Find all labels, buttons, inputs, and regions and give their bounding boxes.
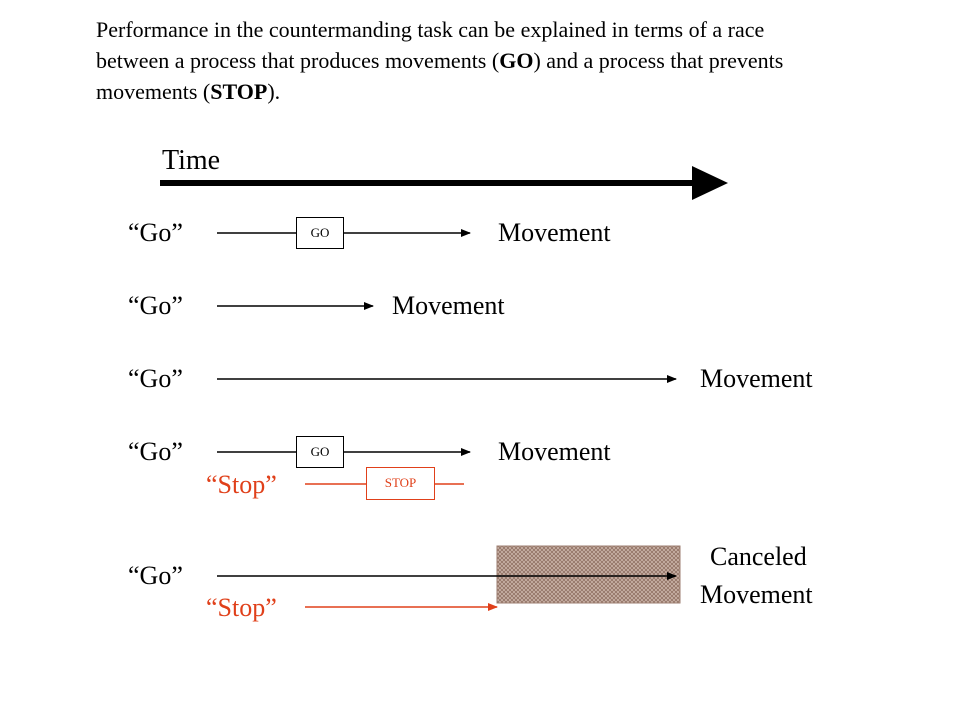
time-label: Time <box>162 145 221 176</box>
row2-go-label: “Go” <box>128 291 183 320</box>
row4-go-label: “Go” <box>128 437 183 466</box>
row4-movement-label: Movement <box>498 437 611 466</box>
intro-text: Performance in the countermanding task c… <box>96 17 784 104</box>
canceled-region <box>496 545 681 604</box>
row1-go-box: GO <box>296 217 344 249</box>
row4-stop-label: “Stop” <box>206 470 277 499</box>
row4-go-box: GO <box>296 436 344 468</box>
row5-stop-label: “Stop” <box>206 593 277 622</box>
row3-movement-label: Movement <box>700 364 813 393</box>
canceled-movement-line2: Movement <box>700 580 813 609</box>
row1-go-label: “Go” <box>128 218 183 247</box>
row3-go-label: “Go” <box>128 364 183 393</box>
time-arrow <box>160 166 728 200</box>
row2-movement-label: Movement <box>392 291 505 320</box>
canceled-movement-line1: Canceled <box>710 542 807 571</box>
row4-stop-box: STOP <box>366 467 435 500</box>
row1-movement-label: Movement <box>498 218 611 247</box>
row5-go-label: “Go” <box>128 561 183 590</box>
